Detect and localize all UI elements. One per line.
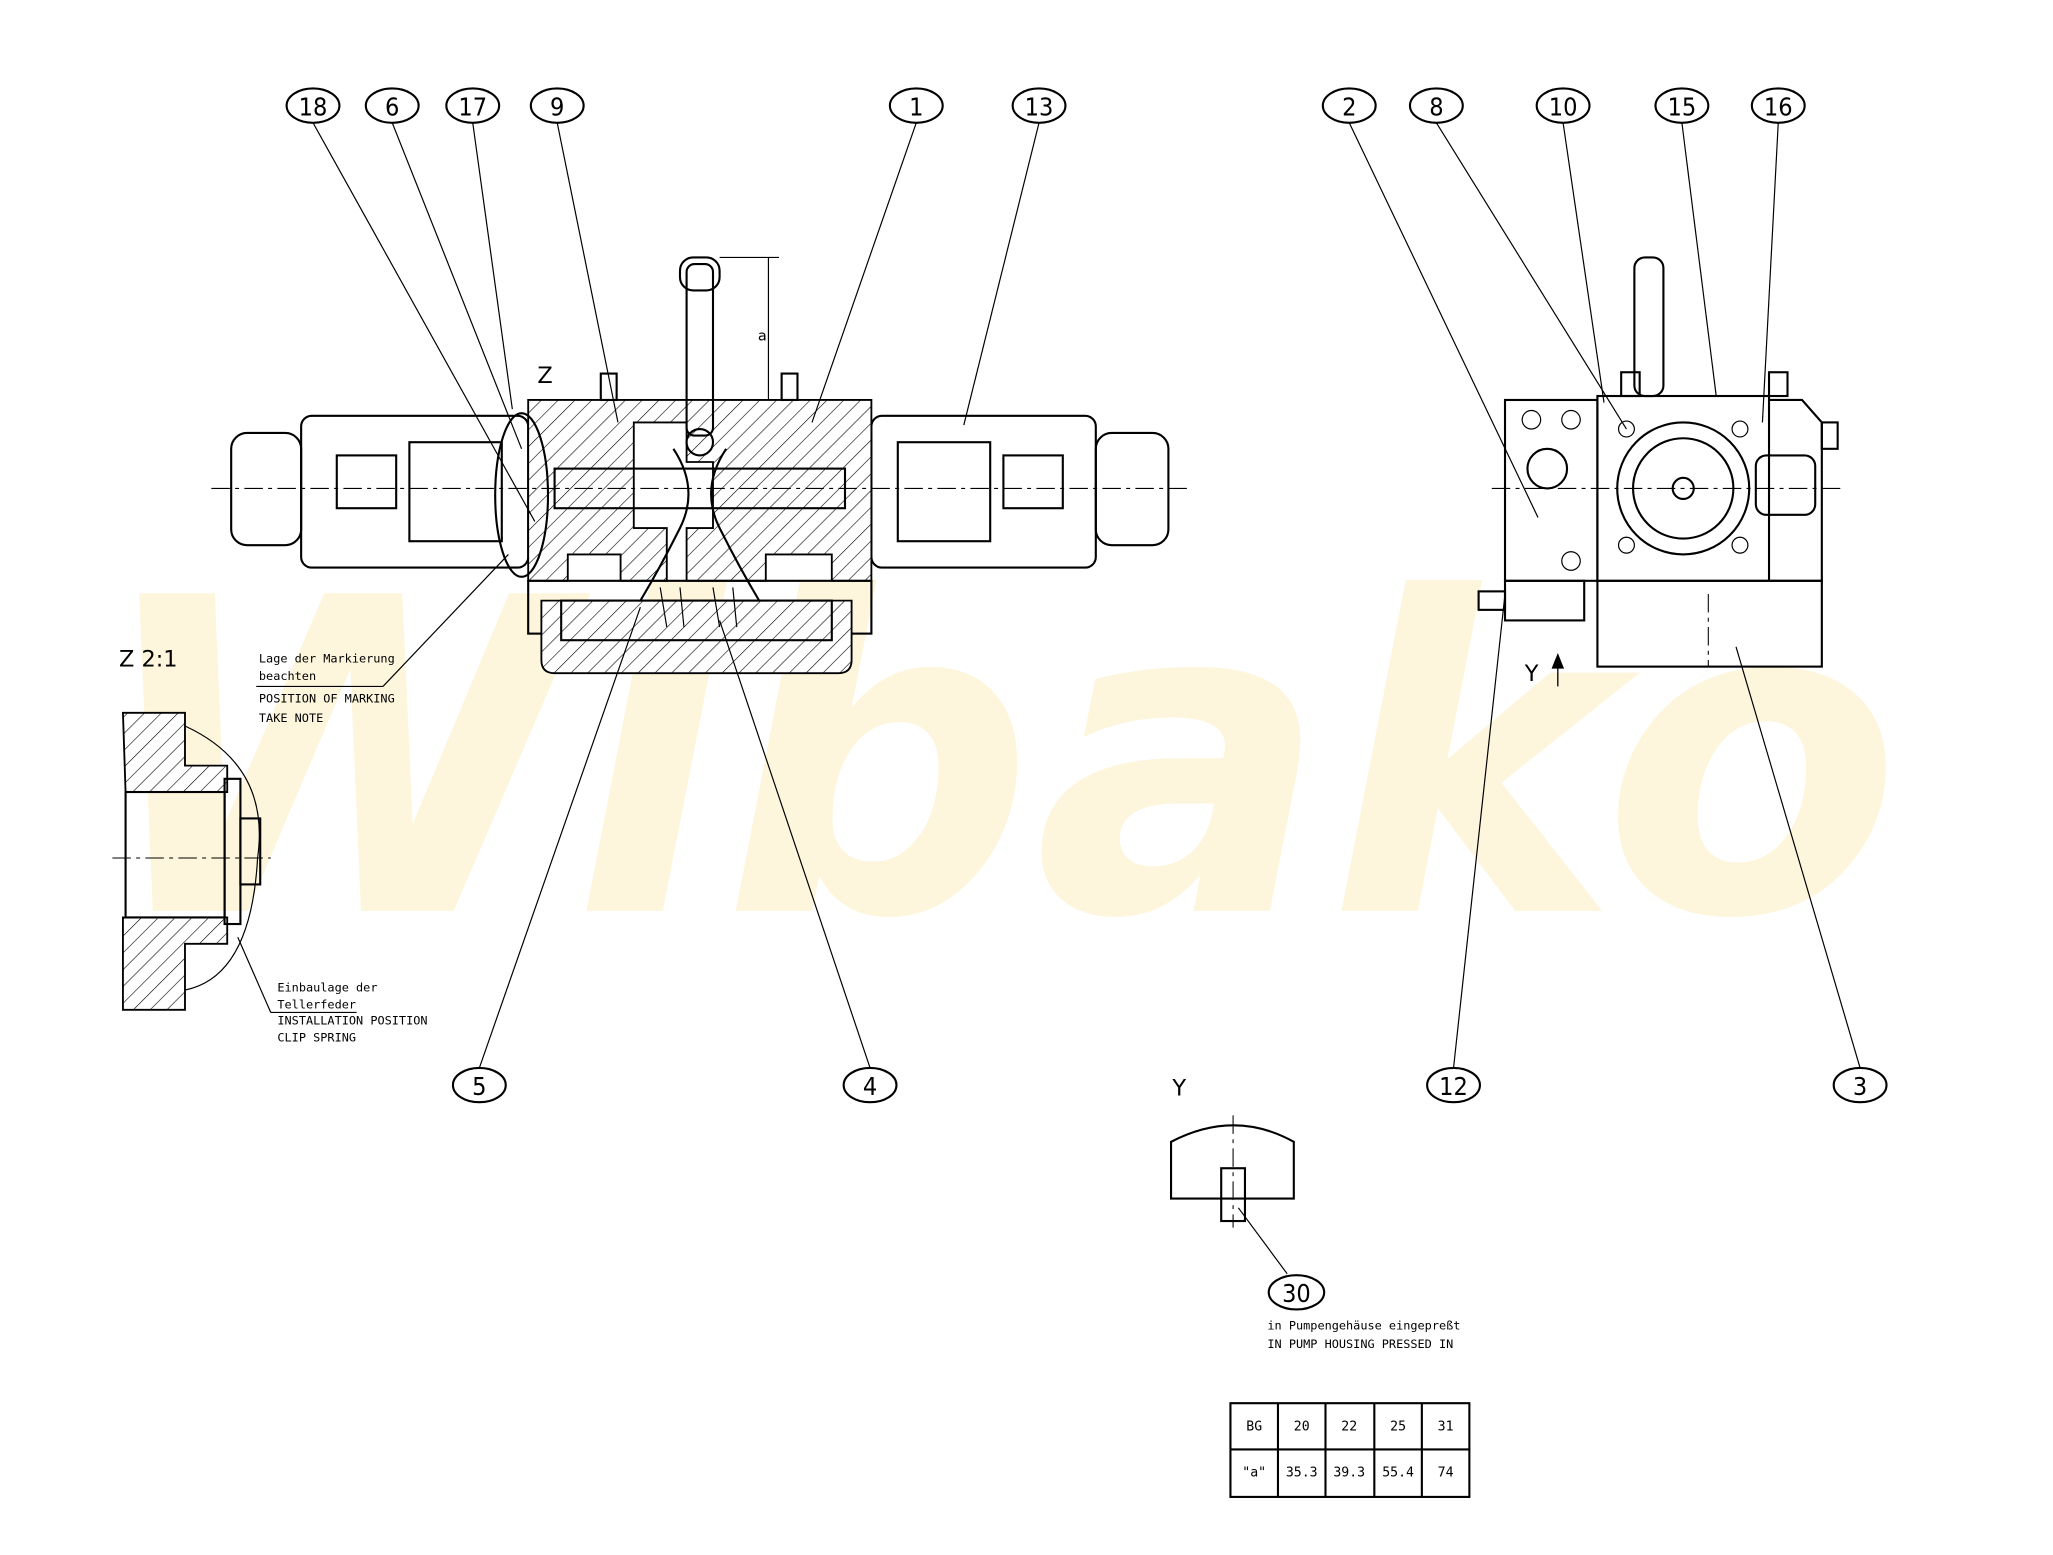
leader-line bbox=[1435, 122, 1627, 430]
detail-z: Z 2:1 Lage der Markierung beachten POSIT… bbox=[112, 554, 509, 1045]
balloon-label: 4 bbox=[863, 1072, 877, 1101]
note-marking-en-2: TAKE NOTE bbox=[259, 711, 323, 725]
note-install-de-2: Tellerfeder bbox=[277, 998, 356, 1012]
leader-line bbox=[1681, 122, 1717, 397]
leader-line bbox=[478, 607, 641, 1069]
balloon-8 bbox=[1408, 87, 1464, 124]
balloon-label: 18 bbox=[299, 92, 328, 121]
dimension-a-label: a bbox=[758, 329, 767, 345]
balloon-label: 16 bbox=[1764, 92, 1793, 121]
note-marking-de-2: beachten bbox=[259, 669, 316, 683]
part-balloons: 18 6 17 9 1 13 2 8 10 15 16 5 4 12 3 30 bbox=[285, 87, 1888, 1311]
balloon-6 bbox=[364, 87, 420, 124]
right-knob bbox=[1094, 431, 1170, 547]
table-header-cell: 20 bbox=[1294, 1419, 1310, 1434]
note-pin-en: IN PUMP HOUSING PRESSED IN bbox=[1267, 1337, 1453, 1351]
table-cell: 35.3 bbox=[1286, 1466, 1318, 1481]
leader-line bbox=[1761, 122, 1779, 423]
balloon-2 bbox=[1321, 87, 1377, 124]
balloon-label: 8 bbox=[1429, 92, 1443, 121]
detail-z-title: Z 2:1 bbox=[119, 647, 178, 673]
table-cell: 39.3 bbox=[1333, 1466, 1365, 1481]
balloon-label: 13 bbox=[1025, 92, 1054, 121]
view-y-title: Y bbox=[1171, 1076, 1186, 1102]
table-header-cell: 31 bbox=[1438, 1419, 1454, 1434]
note-install-de: Einbaulage der bbox=[277, 980, 377, 994]
balloon-16 bbox=[1750, 87, 1806, 124]
leader-line bbox=[811, 122, 917, 423]
view-y: Y in Pumpengehäuse eingepreßt IN PUMP HO… bbox=[1169, 1076, 1460, 1351]
leader-line bbox=[1348, 122, 1539, 518]
balloon-9 bbox=[529, 87, 585, 124]
balloon-label: 30 bbox=[1282, 1279, 1311, 1308]
main-section-view: a Z bbox=[211, 256, 1189, 675]
note-pin-de: in Pumpengehäuse eingepreßt bbox=[1267, 1318, 1460, 1332]
table-cell: 55.4 bbox=[1382, 1466, 1414, 1481]
base-block bbox=[1596, 579, 1823, 668]
balloon-13 bbox=[1011, 87, 1067, 124]
balloon-5 bbox=[451, 1066, 507, 1104]
valve-body-section bbox=[527, 399, 873, 582]
balloon-15 bbox=[1654, 87, 1710, 124]
balloon-12 bbox=[1426, 1066, 1481, 1104]
balloon-label: 12 bbox=[1439, 1072, 1468, 1101]
balloon-4 bbox=[842, 1066, 898, 1104]
leader-line bbox=[312, 122, 536, 522]
balloon-label: 6 bbox=[385, 92, 399, 121]
balloon-10 bbox=[1535, 87, 1591, 124]
balloon-label: 9 bbox=[550, 92, 564, 121]
leader-line bbox=[391, 122, 523, 450]
view-z-marker: Z bbox=[537, 363, 552, 389]
balloon-label: 2 bbox=[1342, 92, 1356, 121]
balloon-label: 15 bbox=[1668, 92, 1697, 121]
table-header-cell: BG bbox=[1246, 1419, 1262, 1434]
balloon-1 bbox=[888, 87, 944, 124]
side-view: Y bbox=[1477, 256, 1842, 687]
size-table: BG 20 22 25 31 "a" 35.3 39.3 55.4 74 bbox=[1229, 1402, 1471, 1498]
note-marking-de: Lage der Markierung bbox=[259, 652, 395, 666]
balloon-label: 10 bbox=[1549, 92, 1578, 121]
table-header-cell: 25 bbox=[1390, 1419, 1406, 1434]
balloon-3 bbox=[1832, 1066, 1888, 1104]
balloon-label: 5 bbox=[472, 1072, 486, 1101]
leader-line bbox=[719, 620, 871, 1069]
leader-line bbox=[963, 122, 1040, 426]
balloon-18 bbox=[285, 87, 341, 124]
leader-line bbox=[1735, 646, 1861, 1069]
leader-line bbox=[472, 122, 513, 410]
table-header-cell: 22 bbox=[1341, 1419, 1357, 1434]
note-install-en: INSTALLATION POSITION bbox=[277, 1013, 427, 1027]
leader-line bbox=[1452, 593, 1506, 1068]
watermark-logo: Wibako bbox=[93, 507, 1902, 1014]
balloon-17 bbox=[445, 87, 501, 124]
balloon-30 bbox=[1267, 1274, 1326, 1311]
note-install-en-2: CLIP SPRING bbox=[277, 1031, 356, 1045]
balloon-label: 1 bbox=[909, 92, 923, 121]
hand-lever bbox=[685, 262, 715, 437]
balloon-label: 3 bbox=[1853, 1072, 1867, 1101]
table-cell: 74 bbox=[1438, 1466, 1454, 1481]
leader-line bbox=[556, 122, 619, 423]
note-marking-en: POSITION OF MARKING bbox=[259, 691, 395, 705]
leader-line bbox=[1562, 122, 1605, 403]
table-cell: "a" bbox=[1242, 1466, 1266, 1481]
view-y-marker: Y bbox=[1524, 661, 1539, 687]
balloon-label: 17 bbox=[458, 92, 487, 121]
subplate bbox=[540, 599, 853, 675]
